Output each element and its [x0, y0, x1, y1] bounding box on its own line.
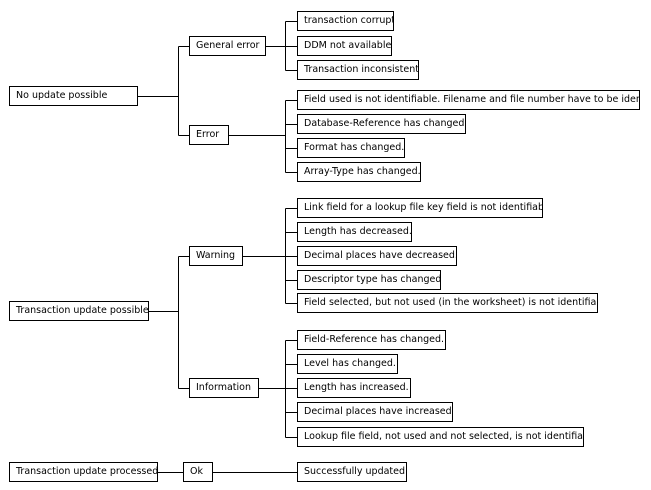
leaf-node: Field-Reference has changed.: [297, 330, 446, 350]
connector-root-2: [148, 256, 190, 389]
leaf-node: Lookup file field, not used and not sele…: [297, 427, 584, 447]
leaf-node: Length has decreased.: [297, 222, 412, 242]
root-node-no-update-possible: No update possible: [9, 86, 138, 106]
category-node-information: Information: [189, 378, 259, 398]
leaf-node: DDM not available: [297, 36, 392, 56]
connector-error: [228, 100, 298, 173]
connector-information: [258, 340, 298, 438]
root-node-transaction-update-processed: Transaction update processed: [9, 462, 158, 482]
connector-root-1: [137, 46, 190, 136]
leaf-node: Link field for a lookup file key field i…: [297, 198, 543, 218]
connector-warning: [242, 208, 298, 304]
leaf-node: Format has changed.: [297, 138, 405, 158]
category-node-error: Error: [189, 125, 229, 145]
leaf-node: Descriptor type has changed.: [297, 270, 441, 290]
leaf-node: Array-Type has changed.: [297, 162, 421, 182]
root-node-transaction-update-possible: Transaction update possible: [9, 301, 149, 321]
leaf-node: Field used is not identifiable. Filename…: [297, 90, 640, 110]
category-node-warning: Warning: [189, 246, 243, 266]
connector-general-error: [265, 21, 298, 71]
leaf-node: Database-Reference has changed.: [297, 114, 466, 134]
category-node-general-error: General error: [189, 36, 266, 56]
leaf-node: Decimal places have increased.: [297, 402, 453, 422]
leaf-node: Length has increased.: [297, 378, 411, 398]
leaf-node: Level has changed.: [297, 354, 398, 374]
leaf-node: Field selected, but not used (in the wor…: [297, 293, 598, 313]
category-node-ok: Ok: [183, 462, 213, 482]
leaf-node: Decimal places have decreased.: [297, 246, 457, 266]
leaf-node: Transaction inconsistent: [297, 60, 419, 80]
leaf-node: Successfully updated: [297, 462, 407, 482]
leaf-node: transaction corrupt: [297, 11, 394, 31]
